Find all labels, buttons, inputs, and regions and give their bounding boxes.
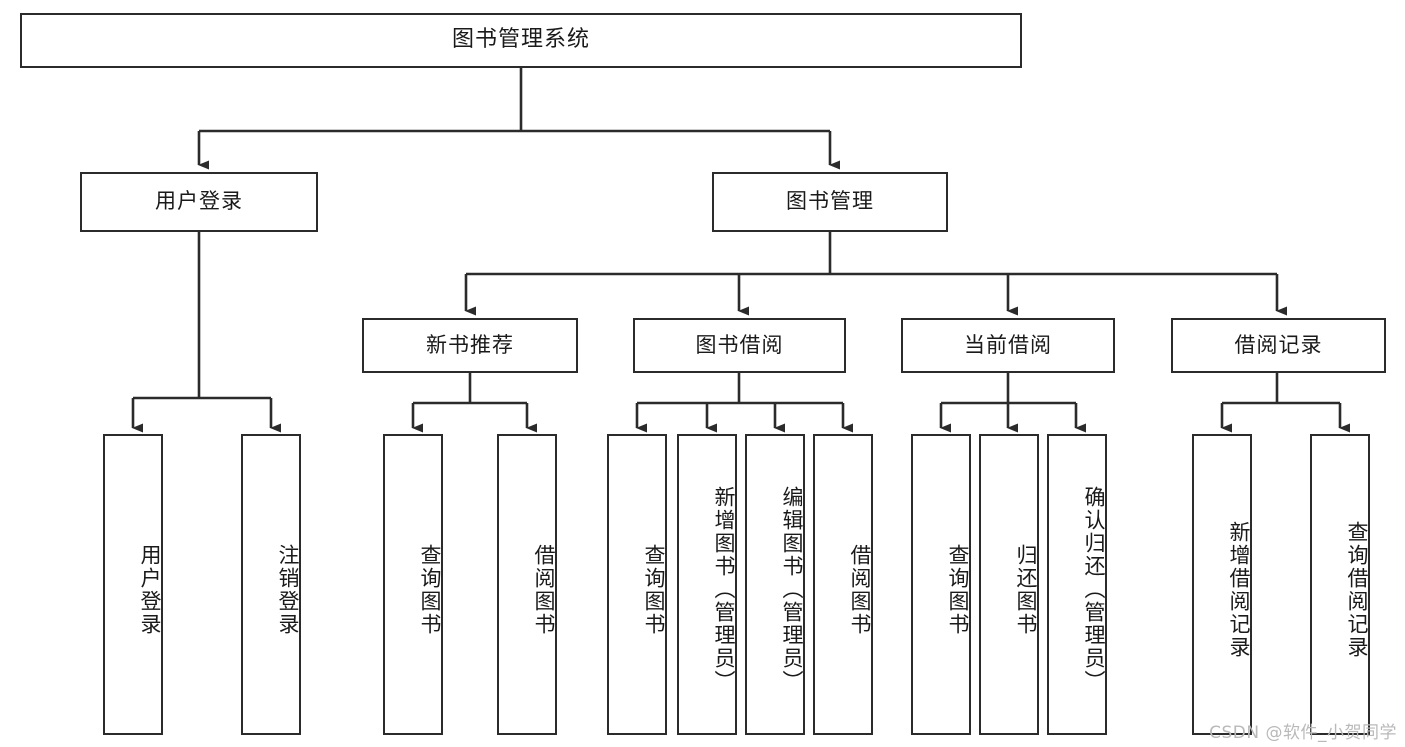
leaf-add-book[interactable]: 新增图书（管理员） — [677, 434, 737, 735]
node-user-login[interactable]: 用户登录 — [80, 172, 318, 232]
leaf-edit-book[interactable]: 编辑图书（管理员） — [745, 434, 805, 735]
leaf-label: 查询图书 — [946, 543, 970, 636]
leaf-query-book-1[interactable]: 查询图书 — [383, 434, 443, 735]
node-borrow-record[interactable]: 借阅记录 — [1171, 318, 1386, 373]
leaf-confirm-return[interactable]: 确认归还（管理员） — [1047, 434, 1107, 735]
leaf-borrow-book-1[interactable]: 借阅图书 — [497, 434, 557, 735]
node-new-book-recommend[interactable]: 新书推荐 — [362, 318, 578, 373]
node-root-system[interactable]: 图书管理系统 — [20, 13, 1022, 68]
leaf-label: 编辑图书（管理员） — [780, 486, 804, 693]
leaf-label: 归还图书 — [1014, 543, 1038, 636]
node-book-management[interactable]: 图书管理 — [712, 172, 948, 232]
leaf-label: 新增借阅记录 — [1227, 520, 1251, 659]
leaf-user-logout[interactable]: 注销登录 — [241, 434, 301, 735]
leaf-add-record[interactable]: 新增借阅记录 — [1192, 434, 1252, 735]
leaf-query-book-3[interactable]: 查询图书 — [911, 434, 971, 735]
node-current-borrow[interactable]: 当前借阅 — [901, 318, 1115, 373]
leaf-label: 注销登录 — [276, 543, 300, 636]
leaf-label: 借阅图书 — [848, 543, 872, 636]
leaf-user-login[interactable]: 用户登录 — [103, 434, 163, 735]
leaf-query-book-2[interactable]: 查询图书 — [607, 434, 667, 735]
csdn-watermark: CSDN @软件_小贺同学 — [1209, 723, 1397, 743]
leaf-label: 新增图书（管理员） — [712, 486, 736, 693]
leaf-label: 借阅图书 — [532, 543, 556, 636]
leaf-return-book[interactable]: 归还图书 — [979, 434, 1039, 735]
leaf-label: 确认归还（管理员） — [1082, 486, 1106, 693]
leaf-label: 查询图书 — [418, 543, 442, 636]
leaf-label: 用户登录 — [138, 543, 162, 636]
leaf-label: 查询图书 — [642, 543, 666, 636]
leaf-label: 查询借阅记录 — [1345, 520, 1369, 659]
leaf-borrow-book-2[interactable]: 借阅图书 — [813, 434, 873, 735]
node-book-borrow[interactable]: 图书借阅 — [633, 318, 846, 373]
leaf-query-record[interactable]: 查询借阅记录 — [1310, 434, 1370, 735]
